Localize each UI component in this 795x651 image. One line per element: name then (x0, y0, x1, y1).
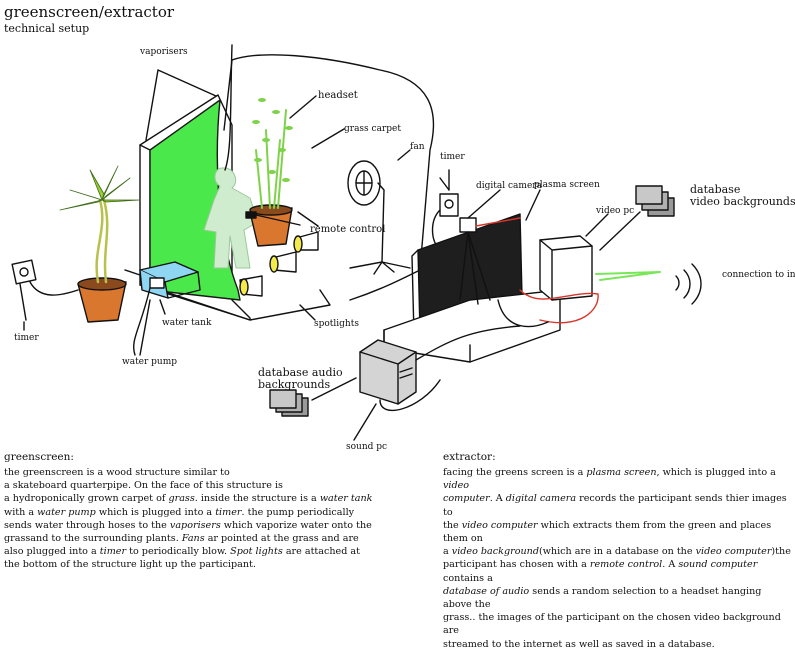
greenscreen-description-line: a hydroponically grown carpet of grass. … (4, 493, 373, 505)
label-vaporisers: vaporisers (140, 47, 188, 57)
water-pump (149, 277, 165, 289)
database-audio-stack (269, 389, 309, 417)
greenscreen-description-line: the greenscreen is a wood structure simi… (4, 467, 230, 478)
database-video-stack (635, 185, 675, 217)
remote-control-device (245, 211, 257, 219)
label-video-pc: video pc (596, 206, 635, 216)
greenscreen-description-line: a skateboard quarterpipe. On the face of… (4, 480, 283, 492)
label-database-audio-2: backgrounds (258, 378, 331, 391)
label-spotlights: spotlights (314, 319, 359, 329)
label-timer-top: timer (440, 152, 465, 162)
greenscreen-description: the greenscreen is a wood structure simi… (4, 466, 424, 572)
sound-pc (359, 339, 417, 405)
label-database-video-2: video backgrounds (690, 195, 795, 208)
video-pc (539, 235, 593, 301)
label-timer-left: timer (14, 333, 39, 343)
label-headset: headset (318, 90, 358, 101)
internet-signal (595, 271, 661, 281)
extractor-description-line: grass.. the images of the participant on… (443, 612, 781, 637)
technical-setup-diagram (11, 44, 702, 441)
extractor-description: facing the greens screen is a plasma scr… (443, 466, 793, 651)
spotlights (239, 231, 319, 297)
label-database-audio-1: database audio (258, 366, 343, 379)
label-connection-to-internet: connection to internet (722, 270, 795, 280)
greenscreen-description-line: also plugged into a timer to periodicall… (4, 546, 360, 558)
digital-camera-device (459, 217, 477, 233)
timer-top-device (439, 193, 459, 217)
label-fan: fan (410, 142, 425, 152)
greenscreen-description-line: with a water pump which is plugged into … (4, 506, 355, 518)
extractor-description-line: facing the greens screen is a plasma scr… (443, 467, 776, 492)
page-subtitle: technical setup (4, 22, 90, 35)
greenscreen-description-line: the bottom of the structure light up the… (4, 559, 256, 571)
label-plasma-screen: plasma screen (534, 180, 600, 190)
greenscreen-heading: greenscreen: (4, 451, 74, 463)
extractor-heading: extractor: (443, 451, 496, 463)
greenscreen-description-line: grassand to the surrounding plants. Fans… (4, 533, 359, 545)
extractor-description-line: database of audio sends a random selecti… (443, 585, 762, 611)
greenscreen-description-line: sends water through hoses to the vaporis… (4, 519, 372, 531)
extractor-description-line: participant has chosen with a remote con… (443, 559, 758, 584)
large-plant-stem (95, 198, 109, 284)
label-remote-control: remote control (310, 224, 386, 235)
page-title: greenscreen/extractor (4, 3, 175, 21)
label-grass-carpet: grass carpet (344, 124, 401, 134)
timer-left-device (11, 259, 37, 285)
label-water-pump: water pump (122, 357, 178, 367)
extractor-description-line: computer. A digital camera records the p… (443, 493, 787, 518)
extractor-description-line: streamed to the internet as well as save… (443, 638, 715, 650)
label-digital-camera: digital camera (476, 181, 542, 191)
extractor-description-line: a video background(which are in a databa… (443, 546, 791, 558)
label-sound-pc: sound pc (346, 442, 388, 452)
backdrop (231, 54, 435, 301)
extractor-description-line: the video computer which extracts them f… (443, 519, 772, 545)
label-water-tank: water tank (162, 318, 212, 328)
participant-figure (203, 167, 259, 269)
label-database-video-1: database (690, 183, 741, 196)
